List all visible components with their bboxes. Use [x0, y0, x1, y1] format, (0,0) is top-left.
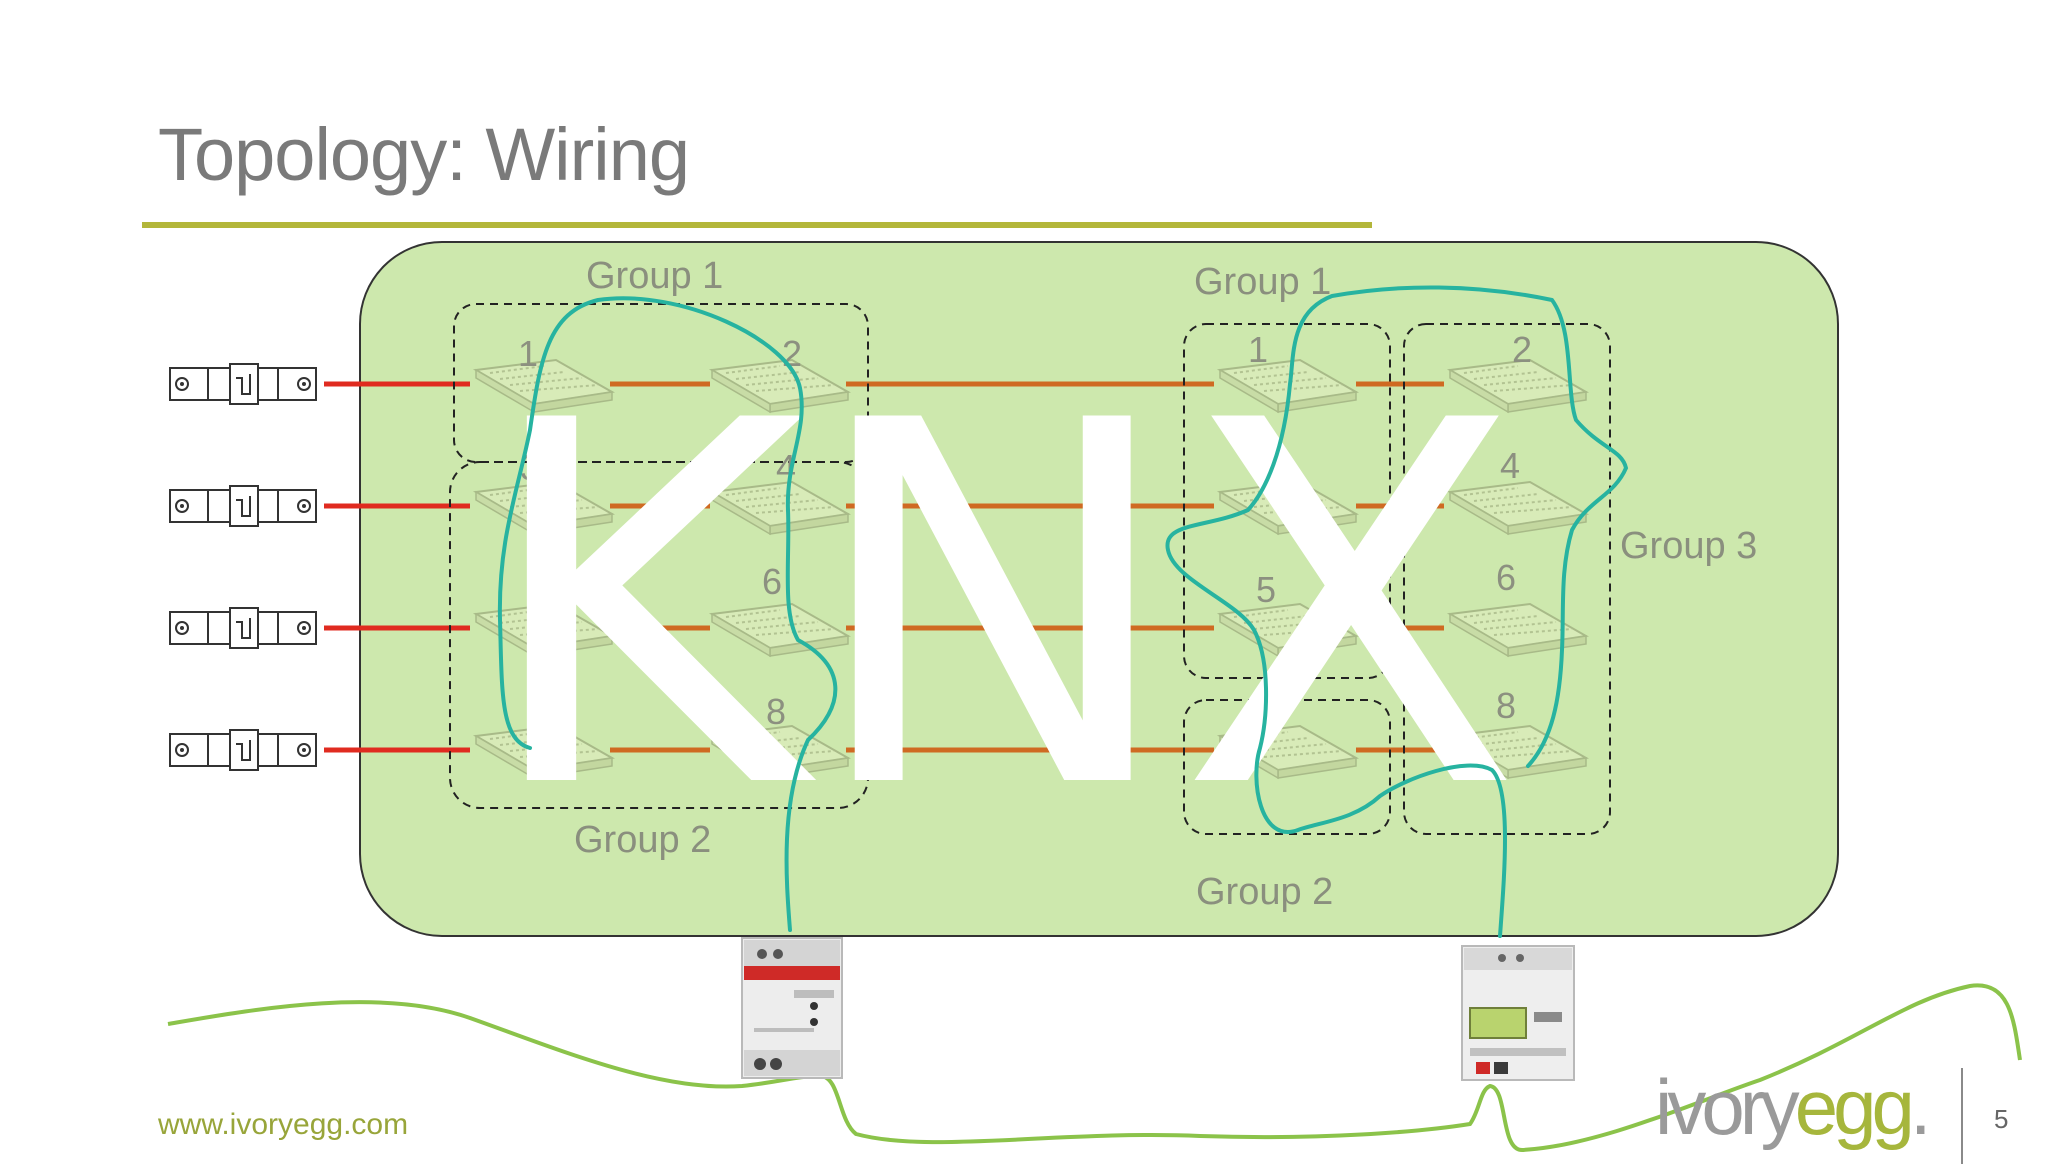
green-bus-wire	[167, 983, 2022, 1152]
luminaire-number: 7	[536, 683, 556, 724]
luminaire-number: 5	[1256, 569, 1276, 610]
group-labels: Group 1 Group 2 Group 1 Group 3 Group 2	[574, 255, 1757, 913]
right-group-2-outline	[1183, 699, 1391, 835]
luminaire-number: 2	[1512, 329, 1532, 370]
knx-bus-cables	[497, 285, 1629, 938]
logo-dot: .	[1909, 1063, 1932, 1151]
knx-watermark: KNX	[478, 316, 1522, 898]
luminaire-number: 8	[1496, 685, 1516, 726]
knx-power-supply-module	[741, 937, 843, 1079]
left-group-2-outline	[449, 461, 869, 809]
switches	[169, 363, 317, 771]
luminaire-wiring	[610, 381, 1444, 753]
luminaire-number: 6	[1496, 557, 1516, 598]
light-switch	[169, 607, 317, 649]
luminaire-number: 6	[762, 561, 782, 602]
light-switch	[169, 363, 317, 405]
knx-controller-module	[1461, 945, 1575, 1081]
group-outlines	[449, 303, 1611, 835]
left-group-1-outline	[453, 303, 869, 463]
luminaire-number: 8	[766, 691, 786, 732]
right-group-1-outline	[1183, 323, 1391, 679]
footer-website-link[interactable]: www.ivoryegg.com	[158, 1108, 409, 1141]
right-group-1-label: Group 1	[1194, 261, 1331, 303]
logo-divider	[1961, 1068, 1963, 1164]
logo-part-ivory: ivory	[1655, 1063, 1800, 1151]
installation-area	[359, 241, 1839, 937]
mains-wiring	[324, 381, 470, 753]
ivoryegg-logo: ivoryegg.	[1655, 1062, 1932, 1153]
left-group-2-label: Group 2	[574, 819, 711, 861]
bus-cable-right	[1165, 285, 1629, 938]
bus-cable-left	[497, 296, 838, 932]
luminaire-number: 1	[1248, 329, 1268, 370]
logo-part-egg: egg	[1794, 1063, 1915, 1151]
right-group-2-label: Group 2	[1196, 871, 1333, 913]
light-switch	[169, 729, 317, 771]
light-switch	[169, 485, 317, 527]
right-group-3-label: Group 3	[1620, 525, 1757, 567]
luminaire-number: 5	[528, 571, 548, 612]
luminaire-number: 3	[1252, 443, 1272, 484]
page-number: 5	[1994, 1104, 2009, 1134]
left-group-1-label: Group 1	[586, 255, 723, 297]
luminaire-number: 1	[518, 333, 538, 374]
slide-title: Topology: Wiring	[158, 113, 690, 196]
right-group-3-outline	[1403, 323, 1611, 835]
luminaire-number: 4	[1500, 445, 1520, 486]
title-underline	[142, 222, 1372, 228]
